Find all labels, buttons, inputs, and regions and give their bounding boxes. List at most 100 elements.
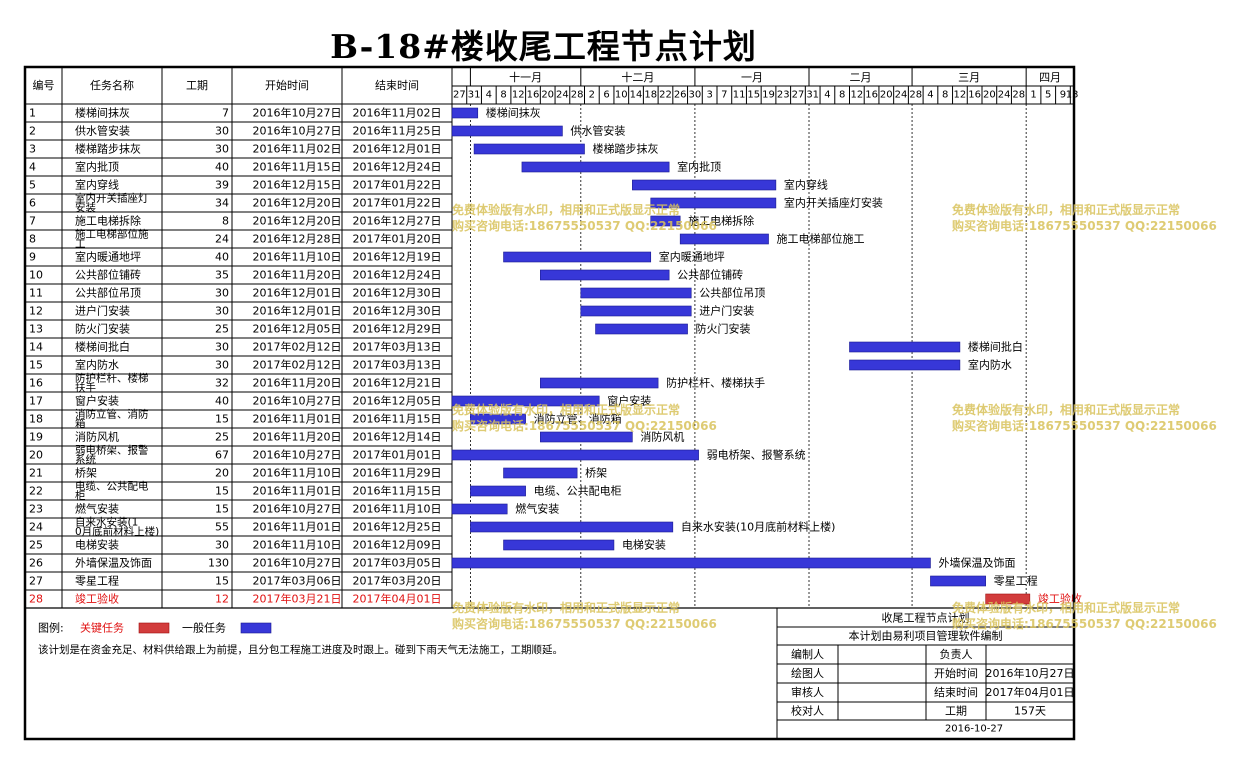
footer-label: 编制人 — [791, 647, 824, 661]
task-start: 2016年10月27日 — [253, 124, 342, 138]
gantt-bar — [540, 269, 670, 281]
task-end: 2017年03月05日 — [353, 556, 442, 570]
task-name: 窗户安装 — [75, 394, 119, 408]
task-id: 25 — [29, 539, 43, 552]
legend-critical-swatch — [138, 622, 170, 634]
task-duration: 25 — [215, 431, 229, 444]
bar-label: 弱电桥架、报警系统 — [707, 448, 806, 462]
bar-label: 供水管安装 — [570, 124, 625, 138]
task-end: 2017年01月20日 — [353, 232, 442, 246]
bar-label: 室内防水 — [968, 358, 1012, 372]
task-end: 2016年12月19日 — [353, 250, 442, 264]
task-duration: 67 — [215, 449, 229, 462]
task-name: 进户门安装 — [75, 304, 130, 318]
day-tick-label: 5 — [1045, 90, 1051, 101]
task-duration: 40 — [215, 251, 229, 264]
bar-label: 楼梯间批白 — [968, 340, 1023, 354]
day-tick-label: 14 — [630, 90, 643, 101]
gantt-bar — [580, 287, 692, 299]
gantt-bar — [451, 107, 479, 119]
month-label: 三月 — [958, 71, 980, 84]
task-id: 7 — [29, 215, 36, 228]
day-tick-label: 23 — [777, 90, 790, 101]
task-id: 17 — [29, 395, 43, 408]
task-end: 2016年11月02日 — [353, 106, 442, 120]
task-start: 2016年12月20日 — [253, 214, 342, 228]
watermark-line2: 购买咨询电话:18675550537 QQ:22150066 — [952, 418, 1217, 433]
task-end: 2016年12月30日 — [353, 304, 442, 318]
task-end: 2016年11月29日 — [353, 466, 442, 480]
day-tick-label: 7 — [721, 90, 727, 101]
footer-label: 结束时间 — [934, 686, 978, 699]
task-name: 室内批顶 — [75, 160, 119, 174]
gantt-bar — [503, 539, 615, 551]
legend-critical-label: 关键任务 — [80, 621, 124, 635]
task-name: 楼梯踏步抹灰 — [75, 142, 141, 156]
bar-label: 楼梯踏步抹灰 — [592, 142, 658, 156]
day-tick-label: 13 — [1066, 90, 1079, 101]
watermark-line2: 购买咨询电话:18675550537 QQ:22150066 — [952, 218, 1217, 233]
task-end: 2017年01月22日 — [353, 196, 442, 210]
footer-label: 审核人 — [791, 685, 824, 699]
task-start: 2017年02月12日 — [253, 340, 342, 354]
task-end: 2016年12月25日 — [353, 520, 442, 534]
task-name: 工 — [75, 238, 86, 250]
day-tick-label: 30 — [689, 90, 702, 101]
task-start: 2016年11月10日 — [253, 538, 342, 552]
task-start: 2016年10月27日 — [253, 502, 342, 516]
task-name: 室内开关插座灯 — [75, 192, 149, 205]
bar-label: 楼梯间抹灰 — [486, 106, 541, 120]
task-id: 4 — [29, 161, 36, 174]
task-duration: 25 — [215, 323, 229, 336]
day-tick-label: 16 — [968, 90, 981, 101]
task-duration: 8 — [222, 215, 229, 228]
day-tick-label: 8 — [839, 90, 845, 101]
column-header: 工期 — [186, 79, 208, 92]
footer-title: 收尾工程节点计划 — [882, 611, 970, 625]
task-duration: 40 — [215, 161, 229, 174]
day-tick-label: 1 — [1030, 90, 1036, 101]
task-id: 27 — [29, 575, 43, 588]
task-start: 2016年11月02日 — [253, 142, 342, 156]
task-start: 2016年11月20日 — [253, 376, 342, 390]
task-end: 2016年12月30日 — [353, 286, 442, 300]
task-start: 2016年10月27日 — [253, 556, 342, 570]
watermark-line1: 免费体验版有水印，相用和正式版显示正常 — [952, 202, 1180, 217]
day-tick-label: 4 — [486, 90, 492, 101]
column-header: 开始时间 — [265, 78, 309, 92]
gantt-bar — [849, 359, 961, 371]
task-duration: 7 — [222, 107, 229, 120]
day-tick-label: 15 — [747, 90, 760, 101]
watermark-line1: 免费体验版有水印，相用和正式版显示正常 — [952, 402, 1180, 417]
task-id: 11 — [29, 287, 43, 300]
gantt-bar — [521, 161, 670, 173]
task-name: 防护栏杆、楼梯 — [75, 372, 149, 385]
watermark-line2: 购买咨询电话:18675550537 QQ:22150066 — [452, 418, 717, 433]
task-end: 2016年12月21日 — [353, 376, 442, 390]
task-end: 2016年11月15日 — [353, 484, 442, 498]
task-name: 0月底前材料上楼) — [75, 525, 159, 538]
gantt-bar — [595, 323, 688, 335]
watermark-line1: 免费体验版有水印，相用和正式版显示正常 — [952, 600, 1180, 615]
legend-normal-label: 一般任务 — [182, 622, 226, 635]
day-tick-label: 18 — [644, 90, 657, 101]
gantt-bar — [451, 395, 600, 407]
bar-label: 防护栏杆、楼梯扶手 — [666, 376, 765, 390]
gantt-bar — [540, 377, 659, 389]
task-end: 2017年01月01日 — [353, 448, 442, 462]
task-start: 2016年12月01日 — [253, 286, 342, 300]
task-duration: 130 — [208, 557, 229, 570]
task-id: 22 — [29, 485, 43, 498]
gantt-bar — [580, 305, 692, 317]
outer-border — [23, 65, 1076, 741]
task-duration: 12 — [215, 593, 229, 606]
task-end: 2016年11月25日 — [353, 124, 442, 138]
bar-label: 零星工程 — [994, 575, 1038, 588]
task-name: 消防立管、消防 — [75, 408, 149, 421]
footer-label: 绘图人 — [791, 666, 824, 680]
task-id: 26 — [29, 557, 43, 570]
plan-note: 该计划是在资金充足、材料供给跟上为前提，且分包工程施工进度及时跟上。碰到下雨天气… — [38, 643, 563, 656]
task-id: 12 — [29, 305, 43, 318]
day-tick-label: 28 — [1012, 90, 1025, 101]
